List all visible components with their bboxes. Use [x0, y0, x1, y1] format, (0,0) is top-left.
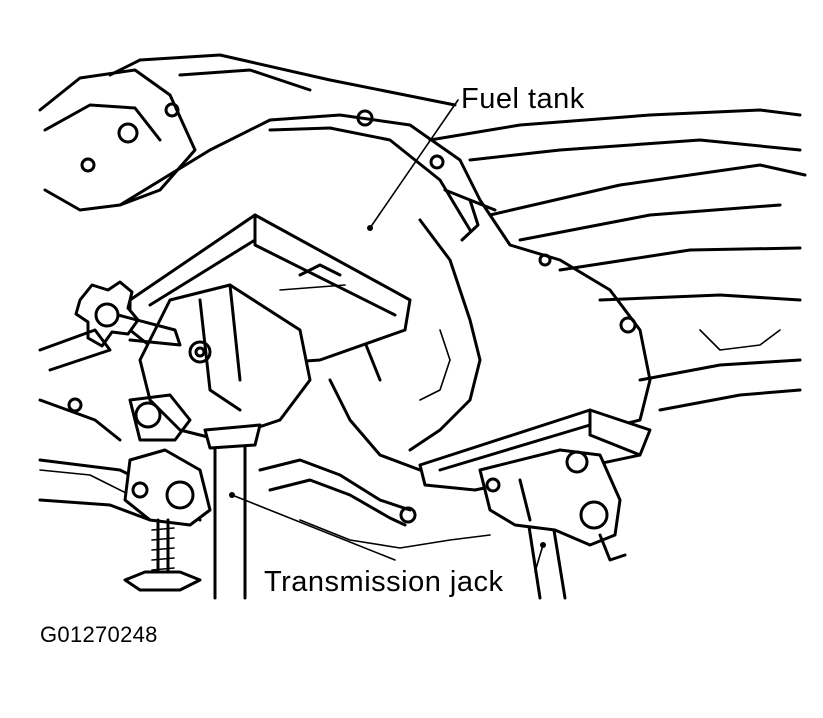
transmission-jack-label: Transmission jack [264, 566, 504, 598]
adjuster-star-wheel [38, 280, 182, 372]
fuel-tank-label: Fuel tank [461, 83, 585, 115]
jack-screw-foot [123, 448, 212, 592]
rear-support-plate [418, 408, 652, 492]
leader-lines [231, 99, 544, 573]
jack-mount-right [478, 448, 627, 562]
figure-code-label: G01270248 [40, 622, 158, 647]
underbody-pipe [258, 458, 491, 549]
jack-leader-left [231, 494, 396, 561]
jack-leader-right [534, 544, 544, 573]
fuel-tank-leader [369, 99, 459, 229]
transmission-jack-left-post [203, 423, 262, 600]
